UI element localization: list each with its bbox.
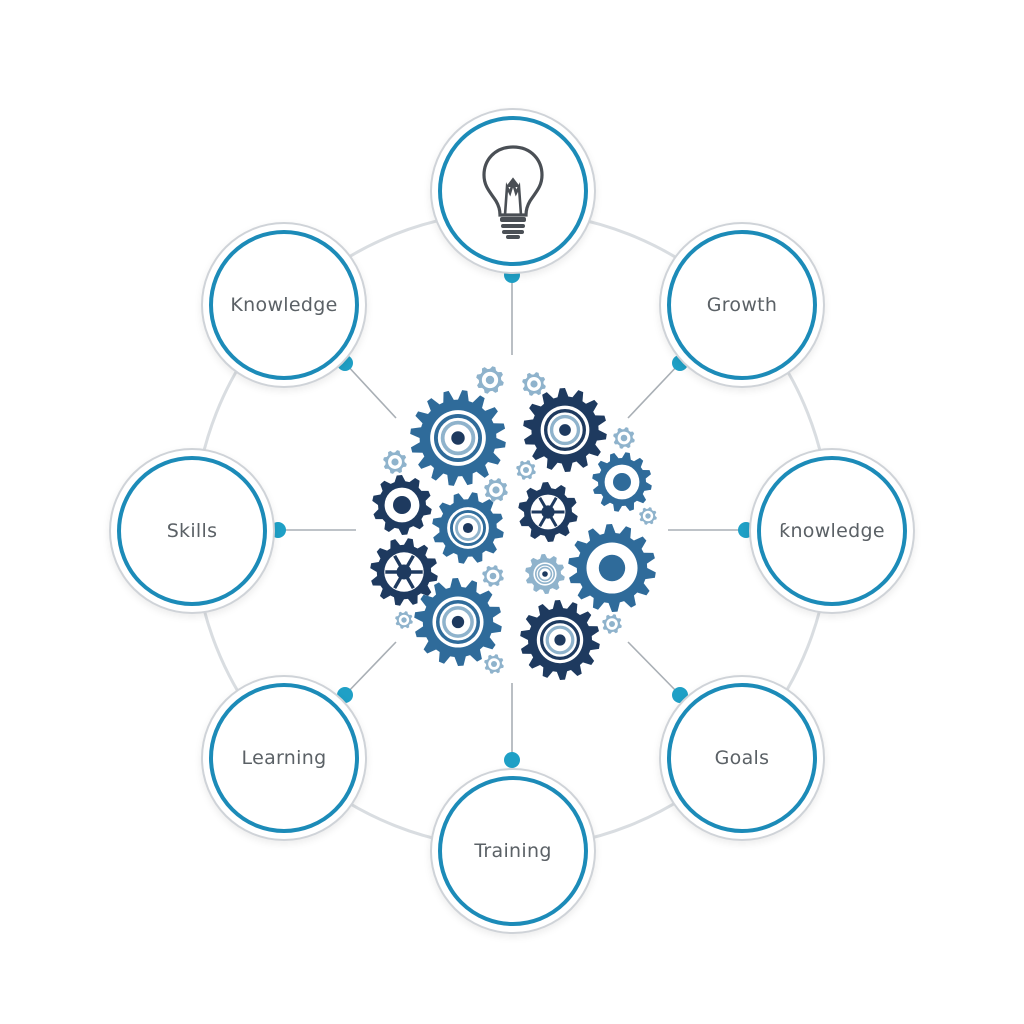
gear-icon xyxy=(518,482,578,542)
gear-icon xyxy=(484,654,504,674)
node-label-goals: Goals xyxy=(714,747,770,769)
connector-line xyxy=(344,362,397,419)
connector-line xyxy=(344,641,397,696)
node-label-learning: Learning xyxy=(241,747,327,769)
node-learning: Learning xyxy=(209,683,359,833)
node-skills: Skills xyxy=(117,456,267,606)
gear-icon xyxy=(370,538,438,606)
gear-icon xyxy=(482,565,504,587)
gear-icon xyxy=(523,388,607,472)
connector-dot xyxy=(270,522,286,538)
connector-dot xyxy=(504,267,520,283)
gear-icon xyxy=(592,452,652,512)
node-label-skills: Skills xyxy=(166,520,218,542)
node-label-knowledge-left: Knowledge xyxy=(230,294,338,316)
gear-icon xyxy=(525,554,565,594)
gear-brain-icon xyxy=(370,366,657,680)
gear-icon xyxy=(639,507,657,525)
gear-icon xyxy=(568,524,656,612)
gear-icon xyxy=(516,460,536,480)
gear-icon xyxy=(432,492,504,564)
node-training: Training xyxy=(438,776,588,926)
connector-dot xyxy=(738,522,754,538)
node-label-knowledge-right: ƙnowledge xyxy=(779,520,885,542)
node-growth: Growth xyxy=(667,230,817,380)
gear-icon xyxy=(372,475,432,535)
lightbulb-icon xyxy=(482,145,544,239)
gear-icon xyxy=(522,372,546,396)
connector-dot xyxy=(504,752,520,768)
connectors xyxy=(270,267,754,768)
gear-icon xyxy=(484,478,508,502)
node-label-growth: Growth xyxy=(706,294,778,316)
connector-line xyxy=(627,362,681,419)
connector-dot xyxy=(672,687,688,703)
gear-icon xyxy=(476,366,504,394)
gear-icon xyxy=(520,600,600,680)
connector-line xyxy=(627,641,681,696)
connector-dot xyxy=(337,355,353,371)
node-label-training: Training xyxy=(474,840,552,862)
gear-icon xyxy=(395,611,413,629)
node-knowledge-right: ƙnowledge xyxy=(757,456,907,606)
connector-dot xyxy=(672,355,688,371)
node-goals: Goals xyxy=(667,683,817,833)
gear-icon xyxy=(383,450,407,474)
gear-icon xyxy=(602,614,622,634)
node-knowledge-left: Knowledge xyxy=(209,230,359,380)
gear-icon xyxy=(414,578,502,666)
connector-dot xyxy=(337,687,353,703)
node-lightbulb xyxy=(438,116,588,266)
gear-icon xyxy=(613,427,635,449)
gear-icon xyxy=(410,390,506,486)
